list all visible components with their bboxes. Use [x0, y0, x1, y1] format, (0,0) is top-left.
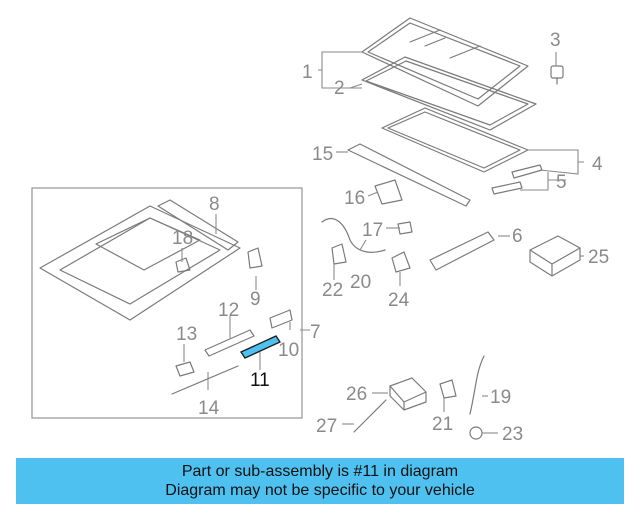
bracket-part-22 [331, 243, 347, 265]
callout-12: 12 [218, 300, 239, 321]
callout-19: 19 [490, 387, 511, 408]
callout-21: 21 [432, 414, 453, 435]
bracket-part-5a [511, 164, 543, 179]
glass-panel [361, 17, 529, 107]
bracket-part-5b [491, 181, 523, 195]
clip-part-24 [391, 251, 411, 273]
banner-line-1: Part or sub-assembly is #11 in diagram [181, 463, 459, 480]
callout-1: 1 [302, 62, 313, 83]
hose-part-19 [469, 355, 485, 415]
callout-25: 25 [588, 247, 609, 268]
deflector-part [374, 179, 403, 205]
callout-14: 14 [198, 398, 220, 419]
highlighted-part-11[interactable] [240, 335, 281, 359]
callout-15: 15 [312, 144, 333, 165]
weatherstrip [361, 56, 537, 131]
rail-part-8 [157, 199, 239, 251]
info-banner: Part or sub-assembly is #11 in diagram D… [16, 458, 624, 504]
callout-10: 10 [278, 340, 299, 361]
callout-3: 3 [550, 30, 561, 51]
rail-part-6 [429, 231, 495, 271]
drain-hose [321, 217, 386, 253]
guide-part-12 [204, 329, 255, 357]
callout-18: 18 [172, 228, 193, 249]
banner-line-2: Diagram may not be specific to your vehi… [165, 482, 475, 499]
slider-part-13 [175, 361, 195, 377]
callout-7: 7 [310, 322, 321, 343]
motor-unit [529, 235, 581, 277]
callout-23: 23 [502, 424, 523, 445]
callout-11: 11 [250, 370, 270, 391]
callout-17: 17 [362, 220, 383, 241]
sunshade [381, 107, 529, 173]
callout-13: 13 [176, 324, 197, 345]
bracket-part-9 [247, 247, 263, 269]
callout-27: 27 [316, 416, 337, 437]
leader-lines [181, 51, 584, 434]
cable-part-27 [353, 399, 387, 433]
clip-part-18 [175, 257, 191, 273]
cable-part-14 [171, 365, 239, 395]
parts-diagram: 1 2 3 4 5 6 7 8 9 10 11 12 13 14 15 16 1… [31, 17, 609, 445]
callout-26: 26 [346, 384, 367, 405]
callout-16: 16 [344, 188, 365, 209]
callout-2: 2 [334, 78, 345, 99]
callout-24: 24 [388, 290, 410, 311]
bracket-part-10 [269, 309, 293, 329]
callout-20: 20 [350, 272, 371, 293]
clip-part-21 [439, 379, 457, 399]
subassembly-box [31, 187, 303, 419]
callout-22: 22 [322, 280, 343, 301]
grommet-part-23 [469, 426, 483, 440]
callout-8: 8 [209, 194, 220, 215]
sunroof-frame [39, 205, 241, 321]
callout-9: 9 [250, 289, 261, 310]
callout-6: 6 [512, 226, 523, 247]
callout-4: 4 [592, 154, 603, 175]
clip-part-17 [397, 221, 413, 235]
callout-5: 5 [556, 172, 567, 193]
screw-part [550, 65, 564, 85]
motor-part-26 [389, 377, 427, 411]
guide-rail [347, 143, 471, 207]
